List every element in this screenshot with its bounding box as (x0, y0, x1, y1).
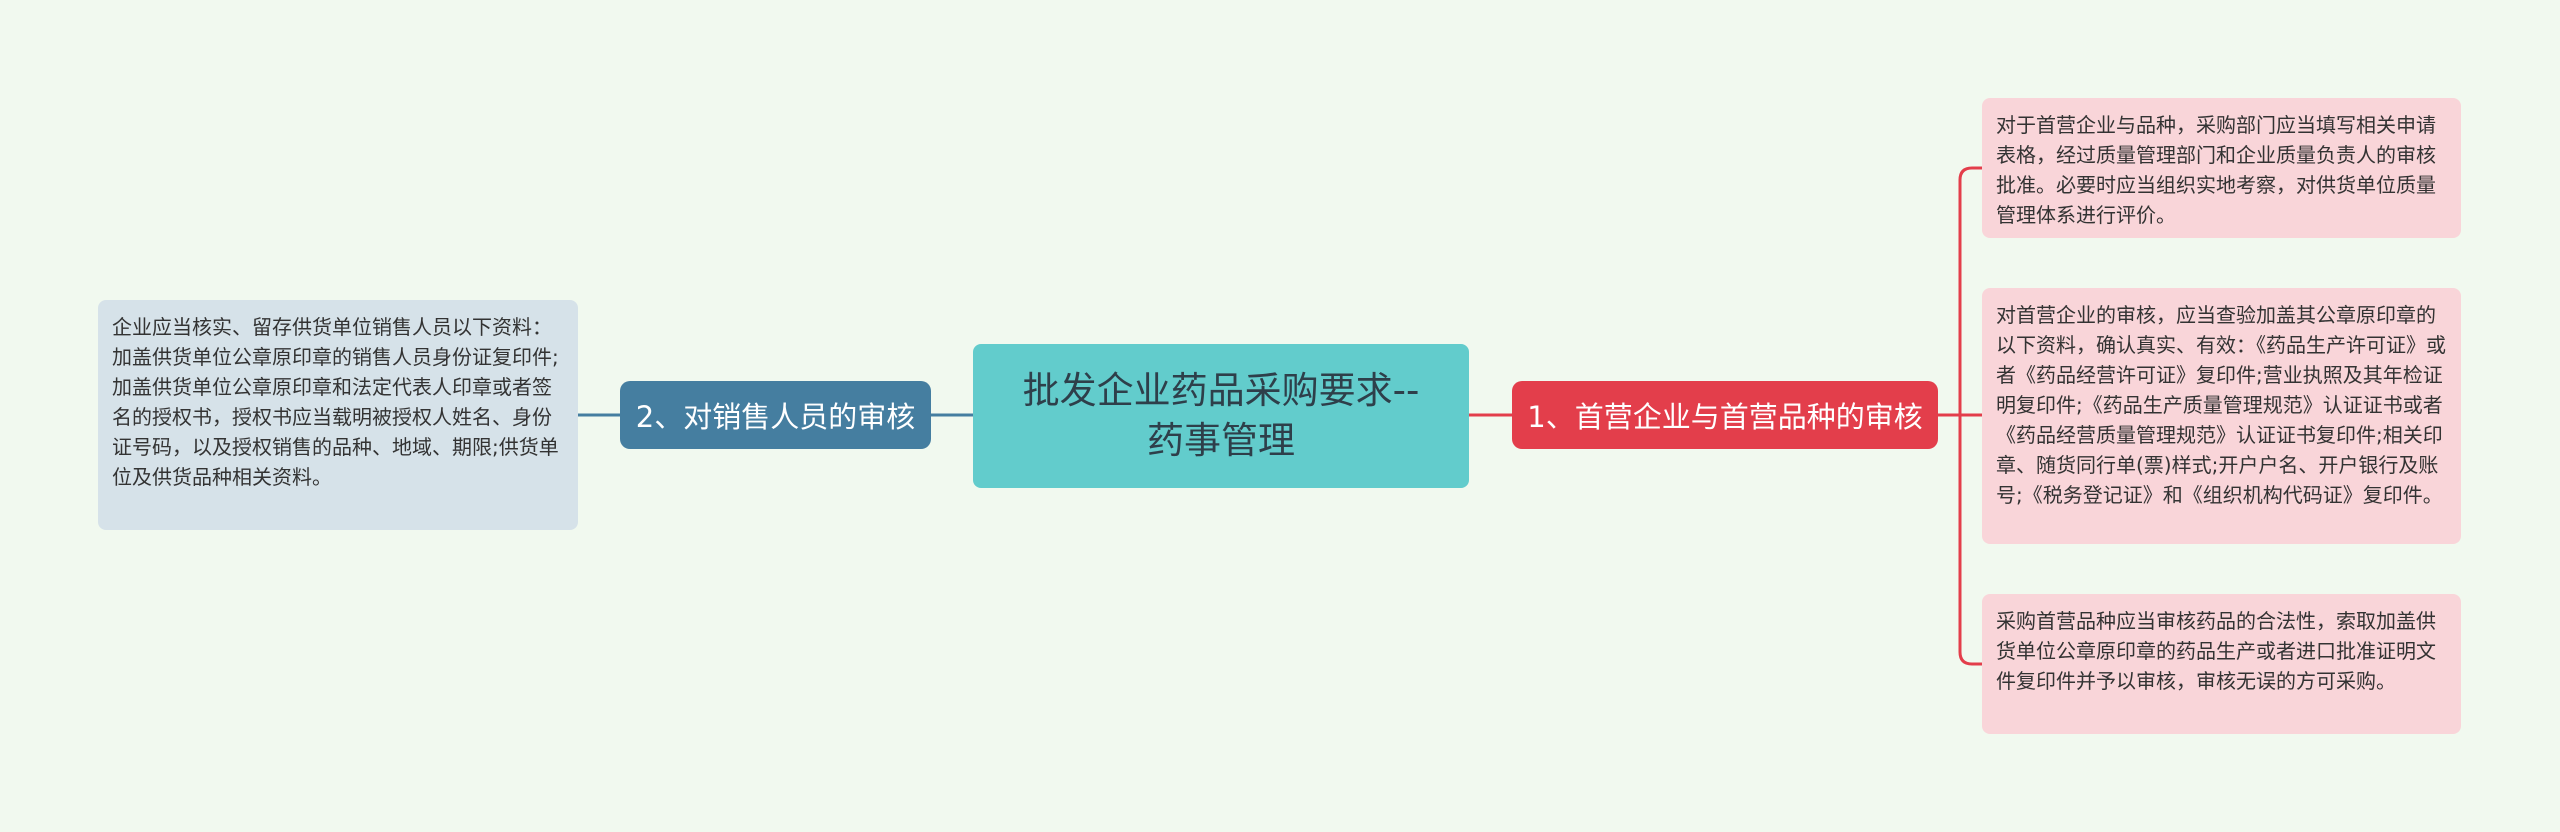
leaf-topic-1-1-text: 对于首营企业与品种，采购部门应当填写相关申请表格，经过质量管理部门和企业质量负责… (1996, 113, 2436, 227)
leaf-topic-1-3[interactable]: 采购首营品种应当审核药品的合法性，索取加盖供货单位公章原印章的药品生产或者进口批… (1982, 594, 2461, 734)
leaf-topic-1-1[interactable]: 对于首营企业与品种，采购部门应当填写相关申请表格，经过质量管理部门和企业质量负责… (1982, 98, 2461, 238)
root-topic-line-2: 药事管理 (1146, 419, 1295, 462)
branch-1-topic[interactable]: 1、首营企业与首营品种的审核 (1512, 381, 1938, 449)
leaf-topic-1-2[interactable]: 对首营企业的审核，应当查验加盖其公章原印章的以下资料，确认真实、有效：《药品生产… (1982, 288, 2461, 544)
branch-2-label: 2、对销售人员的审核 (635, 400, 916, 434)
connector-branch-1-to-leaves (1938, 166, 1982, 666)
leaf-topic-2-1-text: 企业应当核实、留存供货单位销售人员以下资料：加盖供货单位公章原印章的销售人员身份… (112, 315, 559, 489)
branch-1-label: 1、首营企业与首营品种的审核 (1527, 400, 1923, 434)
leaf-topic-1-3-text: 采购首营品种应当审核药品的合法性，索取加盖供货单位公章原印章的药品生产或者进口批… (1996, 609, 2436, 693)
branch-2-topic[interactable]: 2、对销售人员的审核 (620, 381, 931, 449)
root-topic[interactable]: 批发企业药品采购要求-- 药事管理 (973, 344, 1469, 488)
leaf-topic-2-1[interactable]: 企业应当核实、留存供货单位销售人员以下资料：加盖供货单位公章原印章的销售人员身份… (98, 300, 578, 530)
leaf-topic-1-2-text: 对首营企业的审核，应当查验加盖其公章原印章的以下资料，确认真实、有效：《药品生产… (1996, 303, 2446, 507)
root-topic-line-1: 批发企业药品采购要求-- (1022, 369, 1420, 412)
root-topic-text: 批发企业药品采购要求-- 药事管理 (1023, 366, 1420, 466)
